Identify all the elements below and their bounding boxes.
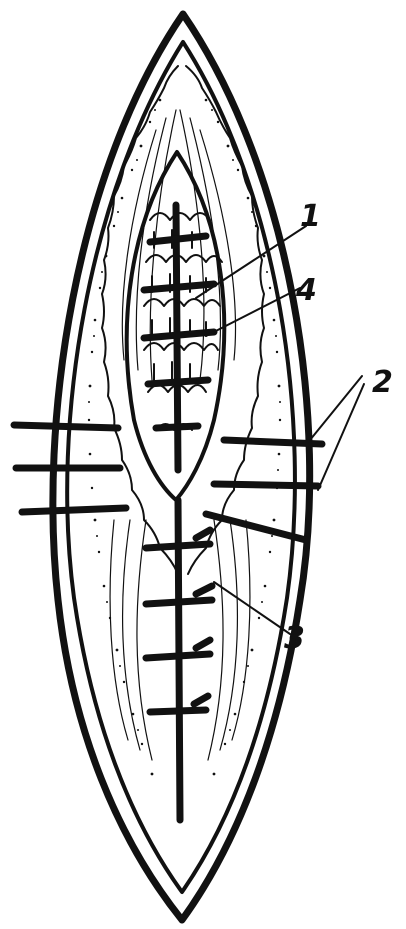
label-3: 3 (284, 621, 305, 656)
skin-sutures-right (206, 440, 322, 540)
deep-tissue-ridges (144, 213, 222, 430)
label-4: 4 (295, 273, 317, 308)
label-1: 1 (300, 199, 321, 234)
label-2: 2 (372, 365, 393, 400)
interrupted-sutures-lower (146, 500, 212, 820)
